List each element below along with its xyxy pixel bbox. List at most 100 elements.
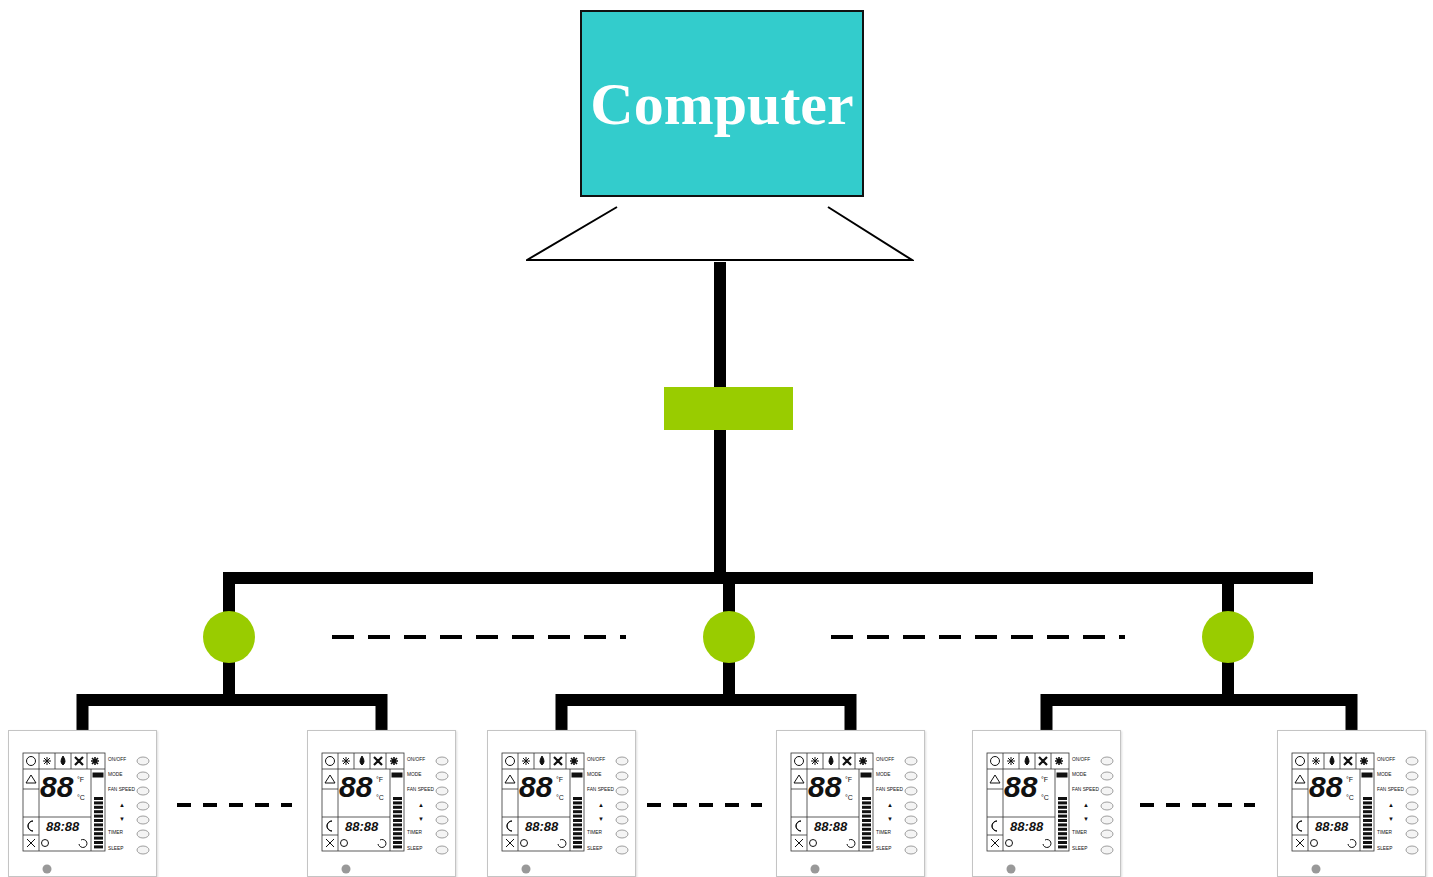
level-bar <box>862 797 871 800</box>
fan-speed-icon <box>27 839 35 847</box>
button-label: ▼ <box>1083 816 1089 822</box>
repeat-icon <box>79 839 87 847</box>
level-bar <box>862 823 871 826</box>
push-button <box>1406 830 1418 838</box>
push-button <box>616 787 628 795</box>
buttons <box>436 757 448 854</box>
lcd-readout: 88:88 <box>525 820 558 833</box>
level-bar <box>1058 823 1067 826</box>
cool-icon <box>1312 757 1320 765</box>
lcd-outline <box>322 753 404 851</box>
cool-icon <box>522 757 530 765</box>
lcd-divider <box>1292 789 1308 790</box>
button-label: ▲ <box>1083 802 1089 808</box>
heat-icon <box>1360 757 1368 765</box>
thermostat-art <box>1278 731 1427 877</box>
fan-icon <box>554 757 562 765</box>
thermostat-art <box>308 731 457 877</box>
button-label: SLEEP <box>407 847 422 852</box>
button-label: SLEEP <box>876 847 891 852</box>
auto-icon <box>795 757 804 766</box>
lcd-outline <box>502 753 584 851</box>
buttons <box>616 757 628 854</box>
level-bar <box>1363 828 1372 831</box>
bus-connector <box>229 262 720 730</box>
thermostat-panel: 88°F°C88:88ON/OFFMODEFAN SPEED▲▼TIMERSLE… <box>307 730 456 877</box>
indicator-led <box>342 865 351 874</box>
push-button <box>436 757 448 765</box>
push-button <box>137 816 149 824</box>
lcd-divider <box>550 753 551 769</box>
level-bar <box>573 841 582 844</box>
lcd-readout: 88 <box>519 772 552 802</box>
clock-icon <box>810 840 817 847</box>
lcd-divider <box>87 753 88 769</box>
lcd-divider <box>1019 753 1020 769</box>
lcd-frame <box>791 753 873 851</box>
clock-icon <box>341 840 348 847</box>
cool-icon <box>342 757 350 765</box>
lcd-divider <box>322 835 338 836</box>
cool-icon <box>43 757 51 765</box>
level-bar <box>1058 845 1067 848</box>
dry-icon <box>360 756 364 765</box>
dry-icon <box>1330 756 1334 765</box>
swing-icon <box>26 775 36 783</box>
level-bar <box>94 832 103 835</box>
dry-icon <box>61 756 65 765</box>
level-bar <box>94 819 103 822</box>
fan-speed-icon <box>506 839 514 847</box>
lcd-divider <box>839 753 840 769</box>
push-button <box>1101 802 1113 810</box>
push-button <box>1101 830 1113 838</box>
lcd-readout: °F <box>556 776 563 783</box>
lcd-readout: 88:88 <box>46 820 79 833</box>
lcd-divider <box>370 753 371 769</box>
push-button <box>436 772 448 780</box>
push-button <box>1406 846 1418 854</box>
lcd-divider <box>71 753 72 769</box>
button-label: SLEEP <box>1072 847 1087 852</box>
heat-icon <box>859 757 867 765</box>
lcd-divider <box>322 817 338 818</box>
auto-icon <box>506 757 515 766</box>
lcd-frame <box>502 753 584 851</box>
level-bar <box>573 828 582 831</box>
lcd-divider <box>1340 753 1341 769</box>
lcd-divider <box>1360 769 1361 851</box>
level-bars <box>1058 797 1067 848</box>
push-button <box>1406 802 1418 810</box>
button-label: FAN SPEED <box>108 788 135 793</box>
button-label: MODE <box>876 773 890 778</box>
level-bar <box>393 819 402 822</box>
level-bar <box>1363 823 1372 826</box>
indicator-led <box>43 865 52 874</box>
lcd-divider <box>502 769 584 770</box>
auto-icon <box>326 757 335 766</box>
lcd-divider <box>1003 817 1055 818</box>
level-bar <box>1058 815 1067 818</box>
push-button <box>616 846 628 854</box>
level-bar <box>1363 819 1372 822</box>
level-bars <box>862 797 871 848</box>
button-label: MODE <box>1377 773 1391 778</box>
push-button <box>1406 787 1418 795</box>
bus-connector <box>720 262 1352 730</box>
level-bar <box>1363 837 1372 840</box>
push-button <box>1101 772 1113 780</box>
lcd-outline <box>791 753 873 851</box>
lcd-divider <box>791 769 873 770</box>
level-bar <box>94 806 103 809</box>
heat-icon <box>1055 757 1063 765</box>
button-label: MODE <box>1072 773 1086 778</box>
mode-icons <box>26 756 103 847</box>
sleep-icon <box>28 821 33 831</box>
lcd-divider <box>791 789 807 790</box>
lcd-divider <box>859 769 860 851</box>
push-button <box>1101 816 1113 824</box>
lcd-divider <box>807 769 808 851</box>
lcd-readout: 88 <box>40 772 73 802</box>
lcd-divider <box>1051 753 1052 769</box>
lcd-readout: °C <box>556 794 564 801</box>
